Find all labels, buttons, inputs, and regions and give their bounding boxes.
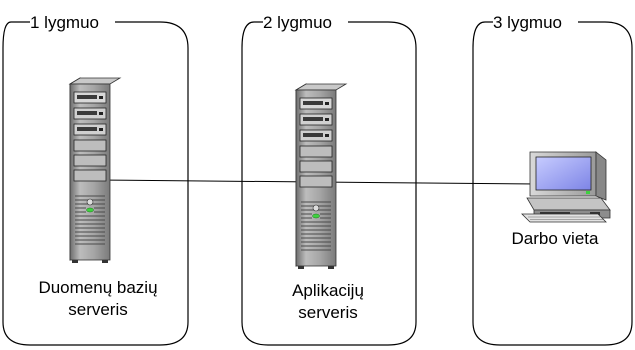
tier-1-label: 1 lygmuo (30, 13, 99, 32)
db-server-node[interactable]: Duomenų bazių serveris (38, 77, 158, 319)
tier-2-frame: 2 lygmuo (241, 13, 417, 346)
tier-1-frame: 1 lygmuo (2, 13, 189, 346)
tier-2-label: 2 lygmuo (263, 13, 332, 32)
app-server-label-line-2: serveris (298, 303, 358, 322)
db-server-label-line-2: serveris (68, 300, 128, 319)
db-server-label-line-1: Duomenų bazių (38, 278, 157, 297)
app-server-node[interactable]: Aplikacijų serveris (292, 83, 364, 322)
tier-3-label: 3 lygmuo (493, 13, 562, 32)
app-server-label-line-1: Aplikacijų (292, 281, 364, 300)
workstation-label: Darbo vieta (512, 229, 599, 248)
tier-3-frame: 3 lygmuo (472, 13, 633, 346)
desktop-computer-icon (521, 151, 611, 223)
server-tower-icon (295, 83, 347, 270)
server-tower-icon (69, 77, 121, 264)
workstation-node[interactable]: Darbo vieta (512, 151, 611, 248)
